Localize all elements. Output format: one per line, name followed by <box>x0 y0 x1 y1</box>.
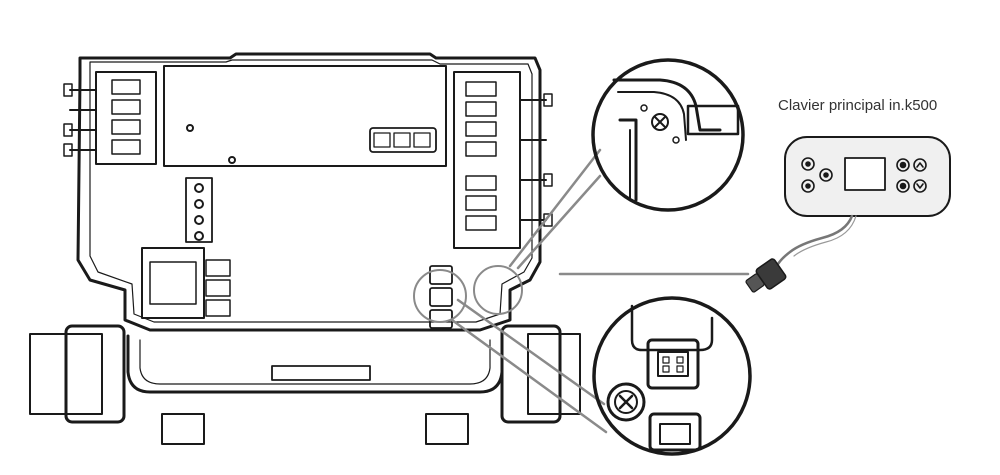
control-box <box>63 52 553 332</box>
keypad-ports <box>429 265 453 329</box>
connector-icon <box>646 338 700 390</box>
keypad-screen <box>844 157 886 191</box>
middle-terminal-strip <box>185 177 213 243</box>
down-icon <box>913 179 927 193</box>
keypad-cable <box>776 214 854 266</box>
right-terminal-block <box>453 71 553 249</box>
menu-icon <box>801 179 815 193</box>
screw-icon <box>651 113 669 131</box>
callout-lines <box>413 148 750 434</box>
heater-tube <box>29 324 581 445</box>
zoom-detail-top <box>591 58 745 212</box>
keypad-buttons <box>801 157 927 193</box>
left-terminal-block <box>63 71 157 165</box>
control-box-inner-wall <box>89 59 533 323</box>
keypad-title: Clavier principal in.k500 <box>778 97 938 114</box>
control-box-housing <box>76 52 542 332</box>
zoom-detail-bottom <box>592 296 752 456</box>
relay-board <box>163 65 447 167</box>
transformer <box>141 247 231 319</box>
keypad-plug <box>745 258 787 293</box>
up-icon <box>913 158 927 172</box>
light-icon <box>819 168 833 182</box>
keypad-ink500 <box>745 136 951 293</box>
screw-icon <box>606 382 646 422</box>
pump-icon <box>896 158 910 193</box>
power-icon <box>801 157 815 171</box>
